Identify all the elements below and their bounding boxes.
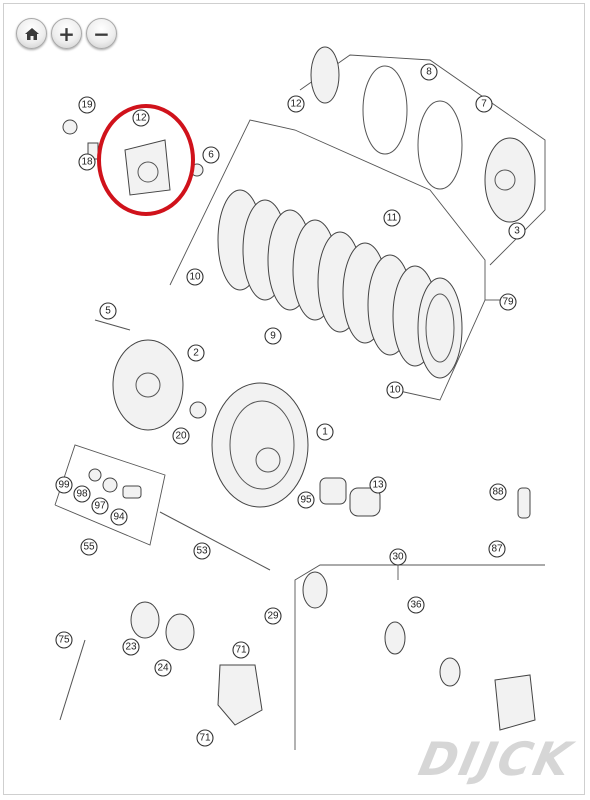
callout-95: 95 xyxy=(297,491,315,509)
callout-87: 87 xyxy=(488,540,506,558)
svg-text:71: 71 xyxy=(235,645,247,656)
svg-text:1: 1 xyxy=(322,427,328,438)
svg-text:20: 20 xyxy=(175,431,187,442)
clutch-basket xyxy=(211,382,309,508)
svg-text:29: 29 xyxy=(267,611,279,622)
callout-10: 10 xyxy=(186,268,204,286)
svg-text:97: 97 xyxy=(94,501,106,512)
gears xyxy=(130,601,195,651)
svg-text:24: 24 xyxy=(157,663,169,674)
callout-11: 11 xyxy=(383,209,401,227)
callout-97: 97 xyxy=(91,497,109,515)
callout-3: 3 xyxy=(508,222,526,240)
svg-text:3: 3 xyxy=(514,226,520,237)
minus-icon: − xyxy=(93,21,110,46)
callout-94: 94 xyxy=(110,508,128,526)
svg-text:12: 12 xyxy=(135,113,147,124)
callout-7: 7 xyxy=(475,95,493,113)
svg-text:23: 23 xyxy=(125,642,137,653)
washer-group xyxy=(88,468,142,499)
svg-text:98: 98 xyxy=(76,489,88,500)
zoom-in-button[interactable]: + xyxy=(51,18,82,49)
callout-5: 5 xyxy=(99,302,117,320)
callout-13: 13 xyxy=(369,476,387,494)
svg-text:53: 53 xyxy=(196,546,208,557)
callout-75: 75 xyxy=(55,631,73,649)
callout-12: 12 xyxy=(287,95,305,113)
svg-text:13: 13 xyxy=(372,480,384,491)
callout-71: 71 xyxy=(232,641,250,659)
callout-53: 53 xyxy=(193,542,211,560)
zoom-out-button[interactable]: − xyxy=(86,18,117,49)
svg-text:18: 18 xyxy=(81,157,93,168)
callout-9: 9 xyxy=(264,327,282,345)
svg-text:12: 12 xyxy=(290,99,302,110)
callout-1: 1 xyxy=(316,423,334,441)
svg-text:9: 9 xyxy=(270,331,276,342)
callout-19: 19 xyxy=(78,96,96,114)
callout-36: 36 xyxy=(407,596,425,614)
release-part xyxy=(62,119,204,196)
svg-text:36: 36 xyxy=(410,600,422,611)
svg-text:5: 5 xyxy=(105,306,111,317)
svg-text:11: 11 xyxy=(387,213,398,224)
callout-6: 6 xyxy=(202,146,220,164)
callout-98: 98 xyxy=(73,485,91,503)
callout-20: 20 xyxy=(172,427,190,445)
needle-bearing xyxy=(319,477,381,517)
svg-text:75: 75 xyxy=(58,635,70,646)
clutch-plate-stack xyxy=(217,189,463,379)
callout-2: 2 xyxy=(187,344,205,362)
callout-30: 30 xyxy=(389,548,407,566)
spring-plates xyxy=(310,46,536,223)
callout-10: 10 xyxy=(386,381,404,399)
plus-icon: + xyxy=(58,21,75,46)
svg-text:88: 88 xyxy=(492,487,504,498)
svg-text:79: 79 xyxy=(502,297,514,308)
dipstick xyxy=(59,639,86,721)
svg-text:71: 71 xyxy=(199,733,211,744)
home-button[interactable] xyxy=(16,18,47,49)
svg-text:2: 2 xyxy=(193,348,199,359)
callout-8: 8 xyxy=(420,63,438,81)
highlight-circle xyxy=(97,104,195,216)
svg-text:8: 8 xyxy=(426,67,432,78)
clutch-hub xyxy=(94,319,207,431)
svg-text:55: 55 xyxy=(83,542,95,553)
viewer-frame xyxy=(3,3,585,795)
svg-text:99: 99 xyxy=(58,480,70,491)
svg-text:19: 19 xyxy=(81,100,93,111)
callout-55: 55 xyxy=(80,538,98,556)
callout-29: 29 xyxy=(264,607,282,625)
svg-text:95: 95 xyxy=(300,495,312,506)
callout-23: 23 xyxy=(122,638,140,656)
callout-18: 18 xyxy=(78,153,96,171)
svg-text:7: 7 xyxy=(481,99,487,110)
push-rod xyxy=(159,511,271,571)
viewer-toolbar: + − xyxy=(16,18,117,49)
callout-24: 24 xyxy=(154,659,172,677)
svg-text:10: 10 xyxy=(189,272,201,283)
callout-71: 71 xyxy=(196,729,214,747)
slave-cylinder xyxy=(217,487,536,731)
svg-text:10: 10 xyxy=(389,385,401,396)
svg-text:94: 94 xyxy=(113,512,125,523)
callout-99: 99 xyxy=(55,476,73,494)
svg-text:6: 6 xyxy=(208,150,214,161)
home-icon xyxy=(24,27,39,40)
callout-12: 12 xyxy=(132,109,150,127)
callout-79: 79 xyxy=(499,293,517,311)
callout-88: 88 xyxy=(489,483,507,501)
watermark-logo: DIJCK xyxy=(414,732,578,786)
svg-text:30: 30 xyxy=(392,552,404,563)
svg-text:87: 87 xyxy=(491,544,503,555)
